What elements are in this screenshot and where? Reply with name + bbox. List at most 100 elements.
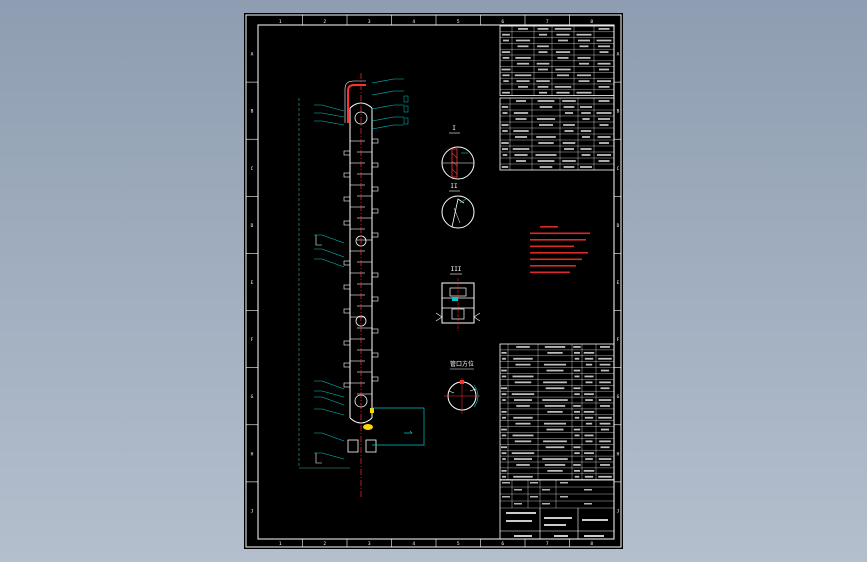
zone-number-top: 6 <box>501 19 504 25</box>
table-cell-mark <box>514 136 528 138</box>
table-cell-mark <box>538 142 554 144</box>
title-cell-mark <box>530 496 538 498</box>
table-cell-mark <box>556 74 570 77</box>
table-cell-mark <box>546 369 564 372</box>
zone-number-top: 5 <box>457 19 460 25</box>
table-cell-mark <box>514 74 532 77</box>
table-cell-mark <box>581 154 591 156</box>
table-cell-mark <box>502 57 510 59</box>
nozzle-right <box>371 376 379 382</box>
table-cell-mark <box>502 74 510 77</box>
table-cell-mark <box>538 68 548 71</box>
detail-view-3: III <box>435 266 481 331</box>
table-cell-mark <box>511 452 535 455</box>
table-cell-mark <box>585 381 593 384</box>
table-cell-mark <box>512 434 534 437</box>
table-cell-mark <box>600 387 610 390</box>
table-cell-mark <box>574 410 580 413</box>
column-assembly <box>298 73 425 498</box>
zone-letter-left: J <box>251 508 254 514</box>
leader-bracket <box>315 453 322 464</box>
nozzle-right <box>371 352 379 358</box>
table-cell-mark <box>574 434 580 437</box>
table-cell-mark <box>512 375 534 378</box>
table-cell-mark <box>518 86 528 88</box>
zone-letter-right: D <box>617 223 620 229</box>
nozzle-left <box>343 308 351 314</box>
zone-letter-left: B <box>251 109 254 115</box>
nozzle-left <box>343 260 351 266</box>
table-cell-mark <box>585 458 593 460</box>
table-cell-mark <box>501 469 507 472</box>
table-cell-mark <box>573 428 581 431</box>
nozzle-table <box>499 97 615 171</box>
bottom-nozzle-highlight <box>363 424 373 430</box>
title-text-mark <box>584 535 604 537</box>
title-text-mark <box>514 535 532 537</box>
table-cell-mark <box>580 166 592 168</box>
table-cell-mark <box>563 166 575 168</box>
table-cell-mark <box>598 399 612 401</box>
table-cell-mark <box>598 100 610 102</box>
orientation-label: 管口方位 <box>450 360 474 368</box>
table-cell-mark <box>515 422 531 425</box>
table-cell-mark <box>576 33 592 36</box>
table-cell-mark <box>585 363 593 366</box>
table-cell-mark <box>538 91 548 94</box>
table-cell-mark <box>538 51 548 53</box>
table-cell-mark <box>599 68 609 71</box>
table-cell-mark <box>583 469 595 472</box>
title-text-mark <box>582 519 608 521</box>
table-cell-mark <box>513 112 529 114</box>
table-cell-mark <box>537 28 549 30</box>
table-cell-mark <box>600 464 610 466</box>
technical-requirements <box>530 226 590 274</box>
table-cell-mark <box>579 45 589 48</box>
leader-left <box>314 408 345 416</box>
zone-letter-left: C <box>251 166 254 172</box>
zone-number-bottom: 6 <box>501 541 504 547</box>
table-cell-mark <box>583 410 595 413</box>
zone-letter-left: H <box>251 451 254 457</box>
leader-tag <box>403 117 409 125</box>
leader-left <box>314 452 345 460</box>
nozzle-right <box>371 186 379 192</box>
table-cell-mark <box>503 80 509 82</box>
top-vapour-pipe <box>347 84 366 123</box>
zone-number-bottom: 7 <box>546 541 549 547</box>
table-cell-mark <box>544 464 566 466</box>
leader-right <box>371 124 404 130</box>
title-cell-mark <box>514 503 522 505</box>
table-cell-mark <box>514 399 532 401</box>
table-cell-mark <box>585 422 593 425</box>
table-cell-mark <box>574 475 580 478</box>
table-cell-mark <box>544 346 566 348</box>
leader-left <box>314 258 345 268</box>
table-cell-mark <box>539 106 553 108</box>
table-cell-mark <box>513 357 533 360</box>
table-cell-mark <box>537 100 555 102</box>
detail-3-label: III <box>451 266 462 273</box>
title-cell-mark <box>560 482 568 484</box>
table-cell-mark <box>574 393 580 396</box>
outer-frame <box>245 14 622 548</box>
table-cell-mark <box>502 475 506 478</box>
table-cell-mark <box>574 452 580 455</box>
table-cell-mark <box>574 357 580 360</box>
table-cell-mark <box>544 405 566 407</box>
table-cell-mark <box>598 86 610 88</box>
table-cell-mark <box>516 405 530 407</box>
table-cell-mark <box>536 118 556 120</box>
table-cell-mark <box>574 416 580 419</box>
table-cell-mark <box>538 33 548 36</box>
table-cell-mark <box>545 446 565 449</box>
table-cell-mark <box>598 28 610 30</box>
table-cell-mark <box>599 422 611 425</box>
table-cell-mark <box>514 154 528 156</box>
zone-letter-left: D <box>251 223 254 229</box>
table-cell-mark <box>545 387 565 390</box>
zone-number-bottom: 4 <box>412 541 415 547</box>
leader-left <box>314 104 345 112</box>
